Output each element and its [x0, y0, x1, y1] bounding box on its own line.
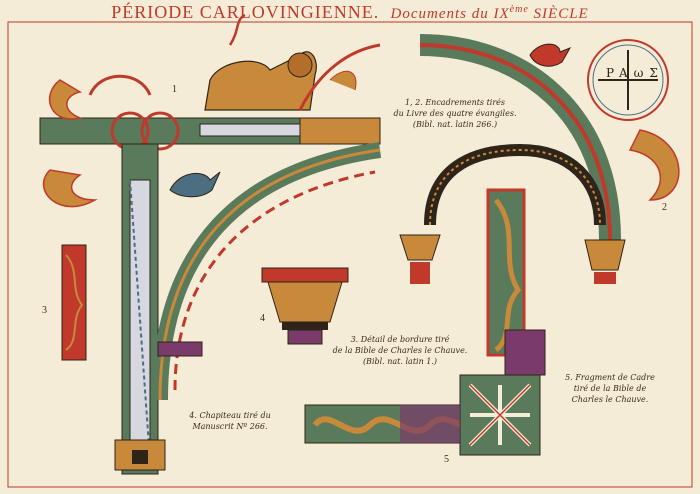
caption-figure-3: 3. Détail de bordure tiré de la Bible de… [330, 334, 470, 367]
caption-4-line1: 4. Chapiteau tiré du [189, 411, 271, 420]
title-sub-suffix: SIÈCLE [528, 6, 589, 22]
caption-1-2-line1: 1, 2. Encadrements tirés [404, 98, 506, 107]
bird-figure [169, 171, 221, 198]
caption-3-line2: de la Bible de Charles le Chauve. [332, 346, 468, 355]
caption-5-line2: tiré de la Bible de [573, 384, 647, 393]
caption-3-line1: 3. Détail de bordure tiré [350, 335, 450, 344]
title-main: PÉRIODE CARLOVINGIENNE. [111, 2, 380, 22]
figure-number-1: 1 [172, 84, 177, 95]
caption-1-2-line3: (Bibl. nat. latin 266.) [412, 120, 498, 129]
monogram-letters: PAωΣ [606, 66, 664, 80]
figure-4-capital [157, 267, 349, 357]
caption-3-line3: (Bibl. nat. latin 1.) [362, 357, 438, 366]
plate-title: PÉRIODE CARLOVINGIENNE. Documents du IXè… [0, 2, 700, 23]
title-sub-sup: ème [509, 4, 529, 15]
caption-figure-4: 4. Chapiteau tiré du Manuscrit Nº 266. [180, 410, 280, 432]
caption-4-line2: Manuscrit Nº 266. [192, 422, 268, 431]
caption-figure-5: 5. Fragment de Cadre tiré de la Bible de… [560, 372, 660, 405]
plate-frame [7, 21, 693, 488]
caption-5-line1: 5. Fragment de Cadre [565, 373, 655, 382]
title-subtitle: Documents du IXème SIÈCLE [390, 4, 589, 22]
caption-1-2-line2: du Livre des quatre évangiles. [393, 109, 517, 118]
figure-5-frame-fragment [304, 329, 546, 456]
bird-top-figure [529, 43, 572, 67]
caption-figures-1-2: 1, 2. Encadrements tirés du Livre des qu… [385, 97, 525, 130]
figure-2-arch [399, 34, 680, 284]
figure-number-4: 4 [260, 313, 265, 324]
figure-number-5: 5 [444, 454, 449, 465]
title-sub-prefix: Documents du IX [390, 6, 510, 22]
figure-number-3: 3 [42, 305, 47, 316]
figure-number-2: 2 [662, 202, 667, 213]
caption-5-line3: Charles le Chauve. [571, 395, 649, 404]
